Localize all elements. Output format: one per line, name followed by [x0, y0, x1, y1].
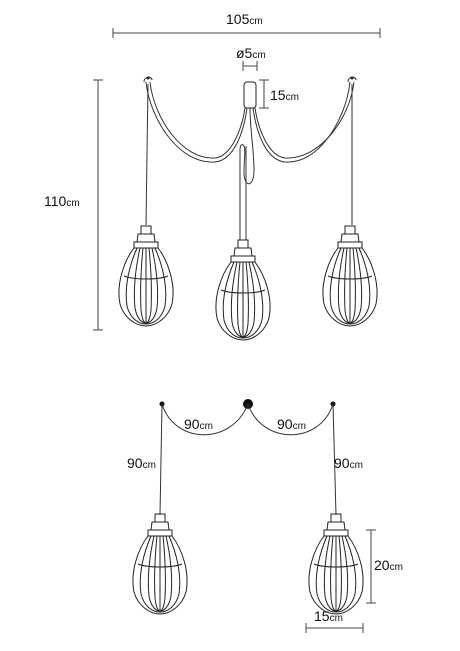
shade-height-value: 20	[374, 557, 390, 573]
total-width-value: 105	[226, 11, 250, 27]
svg-text:105cm: 105cm	[226, 11, 263, 27]
total-height-value: 110	[44, 193, 67, 209]
shade-height-dimension: 20cm	[366, 529, 403, 604]
canopy-height-dimension: 15cm	[259, 79, 299, 109]
svg-text:20cm: 20cm	[374, 557, 403, 573]
shade-width-value: 15	[314, 608, 330, 624]
canopy-height-value: 15	[270, 87, 286, 103]
drop-left-label: 90cm	[127, 455, 156, 471]
canopy-diameter-dimension: ø5cm	[236, 45, 266, 71]
top-view-cords	[145, 81, 355, 240]
center-lamp-shade	[215, 239, 271, 341]
bottom-left-lamp-shade	[132, 513, 188, 615]
right-ceiling-hook	[347, 76, 357, 83]
left-ceiling-hook	[143, 76, 153, 83]
drop-right-label: 90cm	[334, 455, 363, 471]
center-canopy	[243, 81, 257, 109]
canopy-diameter-value: ø5	[236, 45, 253, 61]
right-lamp-shade	[322, 225, 378, 327]
total-width-unit: cm	[249, 16, 262, 27]
total-height-unit: cm	[66, 198, 79, 209]
svg-text:90cm: 90cm	[334, 455, 363, 471]
svg-text:15cm: 15cm	[270, 87, 299, 103]
svg-text:90cm: 90cm	[127, 455, 156, 471]
svg-text:90cm: 90cm	[277, 416, 306, 432]
svg-text:ø5cm: ø5cm	[236, 45, 266, 61]
left-lamp-shade	[118, 225, 174, 327]
total-width-dimension: 105cm	[112, 11, 381, 38]
svg-text:90cm: 90cm	[184, 416, 213, 432]
bottom-view-swag	[159, 399, 337, 516]
svg-text:15cm: 15cm	[314, 608, 343, 624]
cable-span-right-label: 90cm	[277, 416, 306, 432]
cable-span-left-label: 90cm	[184, 416, 213, 432]
canopy-height-unit: cm	[286, 92, 299, 103]
svg-text:110cm: 110cm	[44, 193, 80, 209]
canopy-diameter-unit: cm	[252, 50, 265, 61]
shade-width-dimension: 15cm	[305, 608, 364, 633]
shade-width-unit: cm	[330, 613, 343, 624]
bottom-right-lamp-shade	[308, 513, 364, 615]
shade-height-unit: cm	[390, 562, 403, 573]
total-height-dimension: 110cm	[44, 79, 103, 331]
